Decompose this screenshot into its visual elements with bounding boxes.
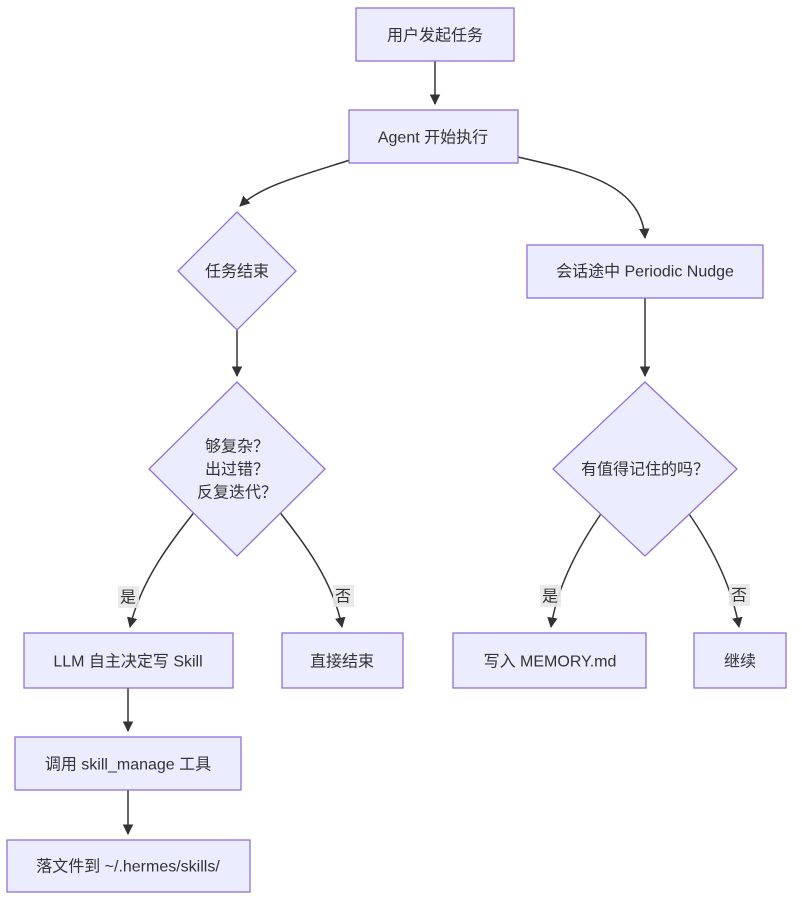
node-direct-end-shape [281, 632, 404, 689]
node-continue: 继续 [693, 632, 787, 689]
edge-label-yes-left: 是 [120, 590, 136, 607]
node-complex-check-line2: 出过错？ [205, 461, 269, 479]
node-nudge-label: 会话途中 Periodic Nudge [556, 263, 734, 281]
node-write-memory-shape [452, 632, 647, 689]
node-complex-check-line1: 够复杂？ [205, 438, 269, 456]
node-memory-check: 有值得记住的吗？ [552, 381, 738, 557]
node-task-end-label: 任务结束 [205, 263, 269, 281]
node-agent-start-label: Agent 开始执行 [378, 129, 488, 147]
edge-label-yes-right: 是 [542, 589, 558, 606]
edge-label-bg-yes-right [540, 585, 561, 607]
node-agent-start: Agent 开始执行 [348, 109, 519, 164]
node-call-tool: 调用 skill_manage 工具 [14, 736, 242, 791]
node-drop-file-label: 落文件到 ~/.hermes/skills/ [36, 858, 220, 876]
node-drop-file-shape [6, 839, 251, 893]
node-continue-shape [693, 632, 787, 689]
node-memory-check-shape [552, 381, 738, 557]
node-agent-start-shape [348, 109, 519, 164]
node-task-end-shape [177, 211, 297, 331]
node-drop-file: 落文件到 ~/.hermes/skills/ [6, 839, 251, 893]
node-user-task: 用户发起任务 [355, 7, 515, 62]
node-call-tool-shape [14, 736, 242, 791]
node-nudge-shape [526, 244, 764, 299]
edge-label-bg-no-right [729, 584, 750, 606]
node-continue-label: 继续 [724, 653, 756, 671]
edge-agent-to-nudge [517, 156, 650, 240]
node-llm-skill: LLM 自主决定写 Skill [23, 632, 234, 689]
node-user-task-shape [355, 7, 515, 62]
node-llm-skill-label: LLM 自主决定写 Skill [53, 653, 202, 671]
node-memory-check-label: 有值得记住的吗？ [581, 461, 709, 479]
edge-agent-to-taskend [239, 159, 351, 207]
node-write-memory-label: 写入 MEMORY.md [484, 654, 617, 671]
node-layer: 用户发起任务 Agent 开始执行 任务结束 会话途中 Periodic Nud… [6, 7, 787, 893]
node-user-task-label: 用户发起任务 [387, 27, 483, 45]
edge-memorycheck-to-writememory [547, 510, 604, 629]
node-nudge: 会话途中 Periodic Nudge [526, 244, 764, 299]
node-write-memory: 写入 MEMORY.md [452, 632, 647, 689]
edge-label-bg-no-left [333, 585, 354, 607]
node-complex-check-shape [148, 381, 326, 557]
edge-complexcheck-to-llmskill [127, 509, 197, 629]
edge-label-layer: 是 否 是 否 [118, 584, 750, 608]
edge-memorycheck-to-continue [686, 510, 743, 629]
node-task-end: 任务结束 [177, 211, 297, 331]
node-complex-check: 够复杂？ 出过错？ 反复迭代？ [148, 381, 326, 557]
node-direct-end: 直接结束 [281, 632, 404, 689]
node-direct-end-label: 直接结束 [310, 653, 374, 671]
edge-layer [122, 61, 743, 836]
node-complex-check-line3: 反复迭代？ [197, 484, 277, 502]
node-llm-skill-shape [23, 632, 234, 689]
edge-label-no-right: 否 [731, 588, 747, 605]
edge-label-no-left: 否 [335, 589, 351, 606]
edge-complexcheck-to-directend [277, 509, 346, 629]
node-call-tool-label: 调用 skill_manage 工具 [45, 756, 211, 774]
edge-label-bg-yes-left [118, 586, 139, 608]
